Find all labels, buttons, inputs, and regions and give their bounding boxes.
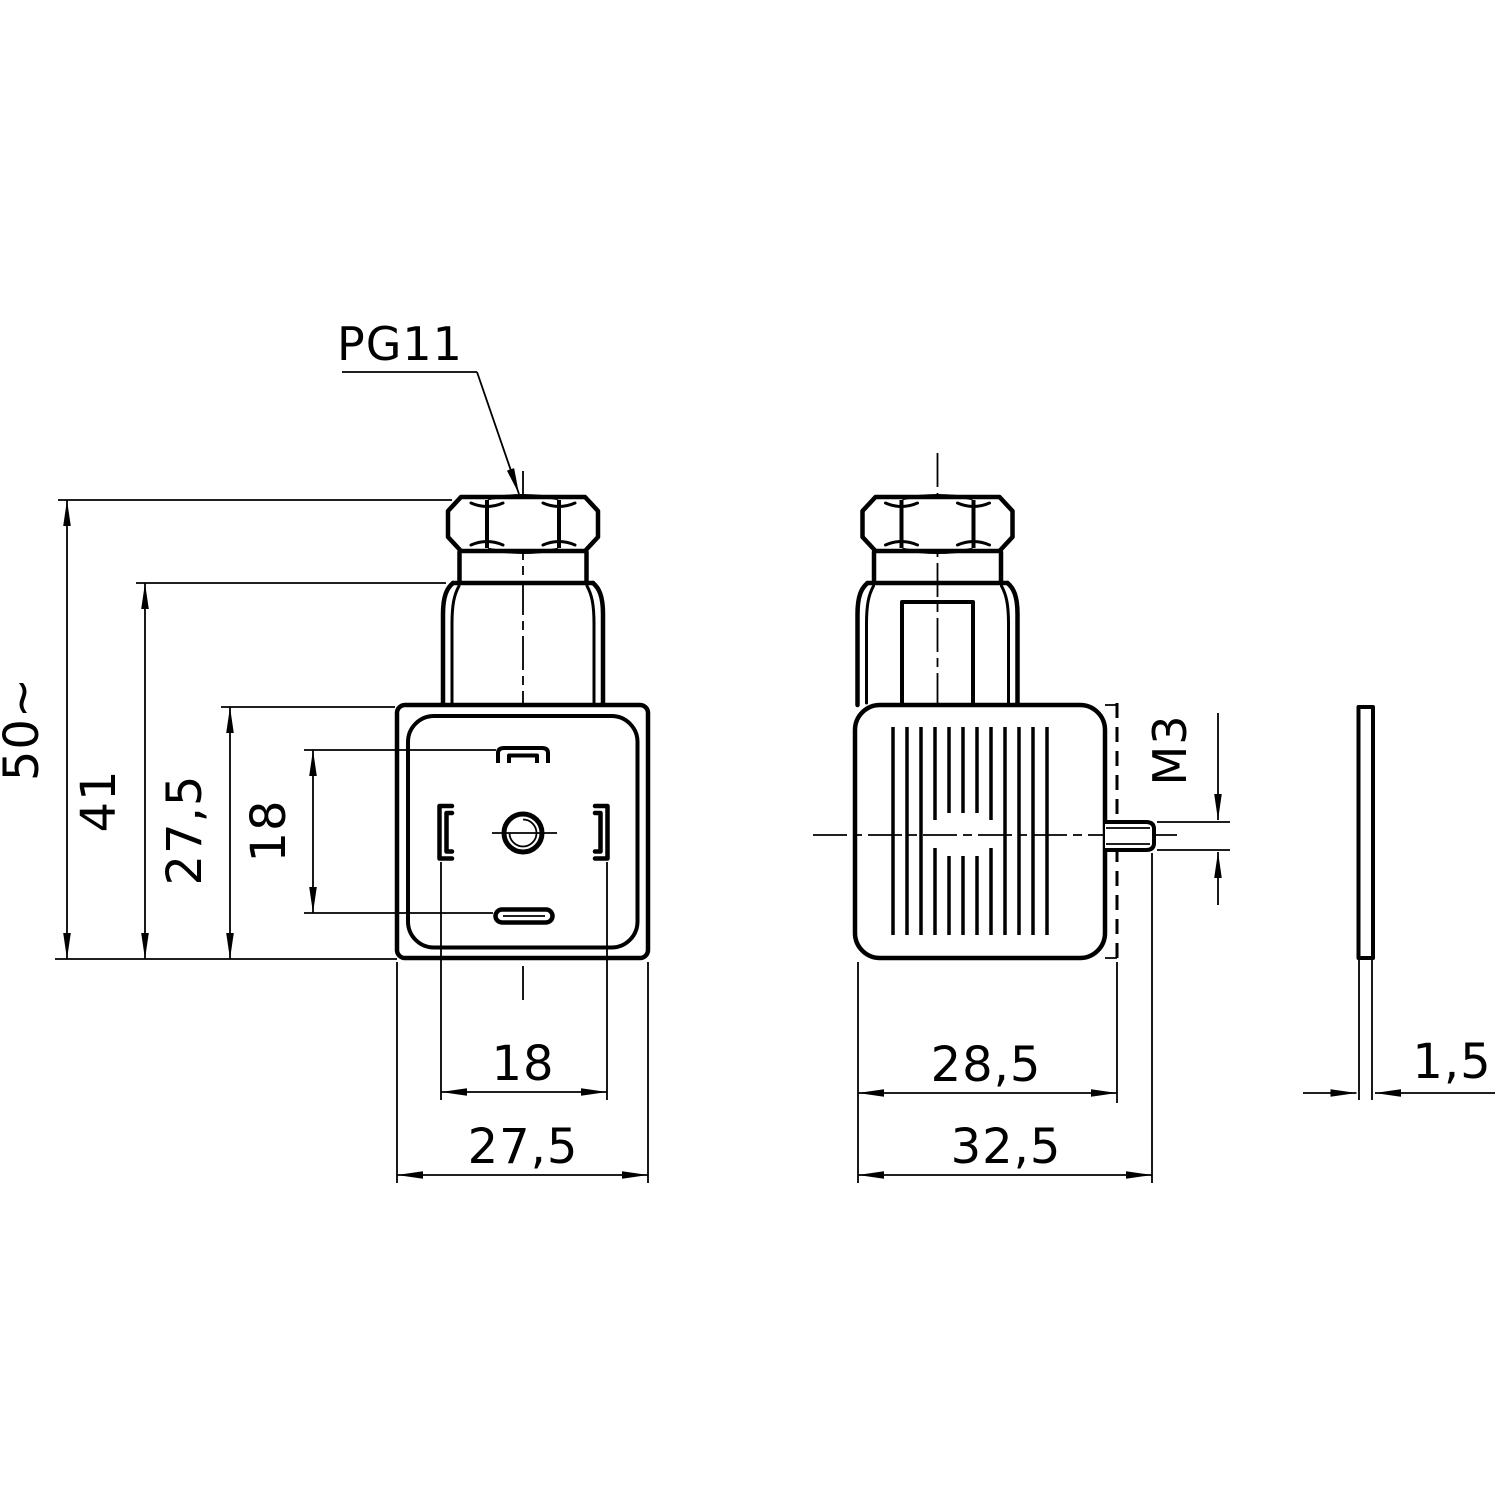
side-cable-channel <box>900 600 975 705</box>
dim-body-depth: 28,5 <box>931 1037 1042 1093</box>
side-mounting-screw <box>1105 820 1156 852</box>
front-view <box>394 471 651 1003</box>
gasket-plate <box>1356 705 1375 960</box>
dim-pin-span-v: 18 <box>241 799 297 862</box>
side-grip-ribs <box>891 727 1049 935</box>
front-body-inner-face <box>406 714 640 950</box>
pg11-label: PG11 <box>337 317 463 371</box>
dim-gasket-thickness: 1,5 <box>1412 1034 1491 1090</box>
side-mounting-screw-thread-lines <box>1106 827 1150 845</box>
dim-body-height: 27,5 <box>157 775 213 886</box>
dim-overall-depth: 32,5 <box>951 1119 1062 1175</box>
ext-lines-m3 <box>1157 821 1230 851</box>
front-right-contact <box>592 803 610 861</box>
ext-lines-18h <box>440 862 608 1100</box>
front-top-contact-slot-inner <box>507 753 539 763</box>
ext-lines-body-width <box>396 962 649 1183</box>
dim-body-width: 27,5 <box>468 1119 579 1175</box>
gasket-view <box>1356 705 1375 960</box>
front-center-screw-thread-arc <box>508 818 538 848</box>
ext-lines-gasket <box>1358 958 1373 1100</box>
dim-overall-height: 50~ <box>0 677 50 781</box>
dim-pin-span-h: 18 <box>491 1036 554 1092</box>
front-top-contact-slot <box>496 746 550 763</box>
dim-upper-height: 41 <box>71 769 127 832</box>
side-gasket-plane-ticks <box>1105 704 1117 959</box>
side-view <box>813 453 1180 961</box>
dim-mounting-screw: M3 <box>1143 715 1197 786</box>
front-left-contact <box>437 803 455 861</box>
pg11-leader-arrow <box>476 371 520 495</box>
dimensions: PG11 50~ 41 27,5 18 18 27,5 28,5 32,5 <box>0 317 1495 1183</box>
